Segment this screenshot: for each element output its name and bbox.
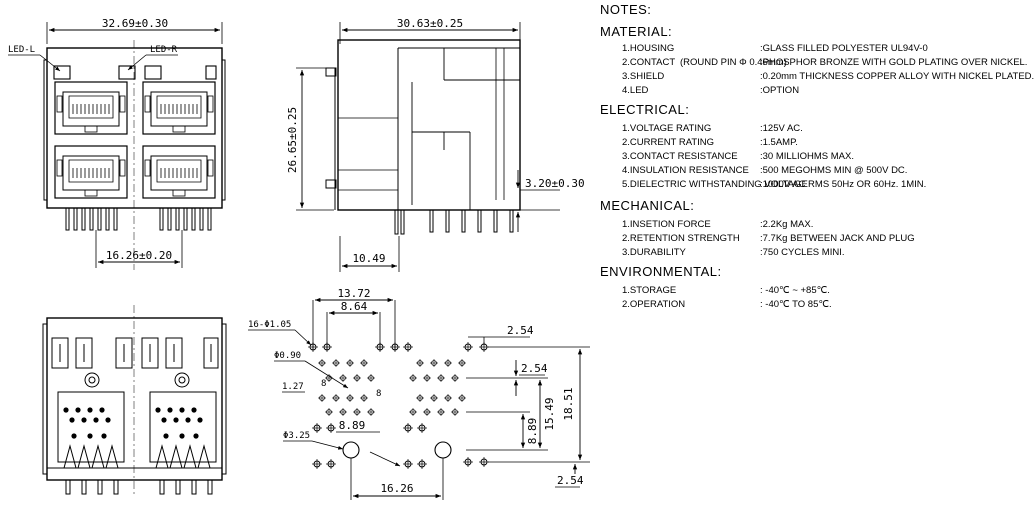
environmental-item-label: 1.STORAGE — [622, 285, 677, 296]
dim-pcb-889v: 8.89 — [526, 418, 539, 445]
electrical-heading: ELECTRICAL: — [600, 102, 690, 117]
mechanical-item-value: :2.2Kg MAX. — [760, 219, 814, 230]
dim-pcb-889: 8.89 — [339, 419, 366, 432]
dim-pcb-d325: Φ3.25 — [283, 431, 310, 441]
label-led-right: LED-R — [150, 45, 178, 55]
electrical-item-value: :1.5AMP. — [760, 137, 798, 148]
dim-pcb-d090: Φ0.90 — [274, 351, 301, 361]
electrical-item-value: :30 MILLIOHMS MAX. — [760, 151, 854, 162]
material-item-label: 3.SHIELD — [622, 71, 665, 82]
dim-pcb-1549: 15.49 — [543, 397, 556, 430]
electrical-item-value: :1000V AC RMS 50Hz OR 60Hz. 1MIN. — [760, 179, 927, 190]
material-item-label: 4.LED — [622, 85, 649, 96]
label-led-left: LED-L — [8, 45, 35, 55]
material-item-value: :GLASS FILLED POLYESTER UL94V-0 — [760, 43, 928, 54]
material-heading: MATERIAL: — [600, 24, 673, 39]
dim-front-width: 32.69±0.30 — [102, 17, 168, 30]
mechanical-item-label: 3.DURABILITY — [622, 247, 686, 258]
material-item-value: :PHOSPHOR BRONZE WITH GOLD PLATING OVER … — [760, 57, 1028, 68]
dim-pcb-13-72: 13.72 — [337, 287, 370, 300]
electrical-item-value: :125V AC. — [760, 123, 803, 134]
material-item-label: 1.HOUSING — [622, 43, 675, 54]
dim-pin-depth: 3.20±0.30 — [525, 177, 585, 190]
dim-pcb-254c: 2.54 — [557, 474, 584, 487]
environmental-item-value: : -40℃ ~ +85℃. — [760, 285, 830, 296]
dim-pcb-8a: 8 — [321, 379, 326, 389]
dim-pcb-254b: 2.54 — [521, 362, 548, 375]
dim-pin-offset: 10.49 — [352, 252, 385, 265]
dim-pcb-8-64: 8.64 — [341, 300, 368, 313]
dim-pcb-16-26: 16.26 — [380, 482, 413, 495]
electrical-item-label: 3.CONTACT RESISTANCE — [622, 151, 738, 162]
rear-view — [42, 305, 227, 495]
electrical-item-label: 1.VOLTAGE RATING — [622, 123, 712, 134]
electrical-item-value: :500 MEGOHMS MIN @ 500V DC. — [760, 165, 908, 176]
mechanical-item-label: 2.RETENTION STRENGTH — [622, 233, 740, 244]
material-item-value: :0.20mm THICKNESS COPPER ALLOY WITH NICK… — [760, 71, 1034, 82]
dim-pcb-holes: 16-Φ1.05 — [248, 320, 291, 330]
notes-panel: NOTES: MATERIAL: 1.HOUSING :GLASS FILLED… — [600, 2, 1034, 322]
mechanical-item-label: 1.INSETION FORCE — [622, 219, 711, 230]
electrical-item-label: 2.CURRENT RATING — [622, 137, 715, 148]
pcb-layout: 13.72 8.64 16.26 — [248, 287, 590, 500]
notes-title: NOTES: — [600, 2, 652, 17]
front-view: 32.69±0.30 — [8, 17, 226, 270]
material-item-label: 2.CONTACT — [622, 57, 676, 68]
dim-side-length: 30.63±0.25 — [397, 17, 463, 30]
side-view: 30.63±0.25 26.65±0.25 — [286, 17, 585, 272]
dim-pcb-8b: 8 — [376, 389, 381, 399]
dim-side-height: 26.65±0.25 — [286, 107, 299, 173]
environmental-item-label: 2.OPERATION — [622, 299, 686, 310]
dim-pcb-127: 1.27 — [282, 382, 304, 392]
mechanical-heading: MECHANICAL: — [600, 198, 695, 213]
mechanical-item-value: :750 CYCLES MINI. — [760, 247, 845, 258]
dim-pcb-254a: 2.54 — [507, 324, 534, 337]
environmental-heading: ENVIRONMENTAL: — [600, 264, 722, 279]
material-item-value: :OPTION — [760, 85, 800, 96]
electrical-item-label: 5.DIELECTRIC WITHSTANDING VOLTAGE — [622, 179, 808, 190]
material-item-extra: (ROUND PIN Φ 0.46mm) — [680, 57, 787, 68]
electrical-item-label: 4.INSULATION RESISTANCE — [622, 165, 749, 176]
mechanical-item-value: :7.7Kg BETWEEN JACK AND PLUG — [760, 233, 915, 244]
dim-port-pitch: 16.26±0.20 — [106, 249, 172, 262]
dim-pcb-1851: 18.51 — [562, 387, 575, 420]
environmental-item-value: : -40℃ TO 85℃. — [760, 299, 832, 310]
